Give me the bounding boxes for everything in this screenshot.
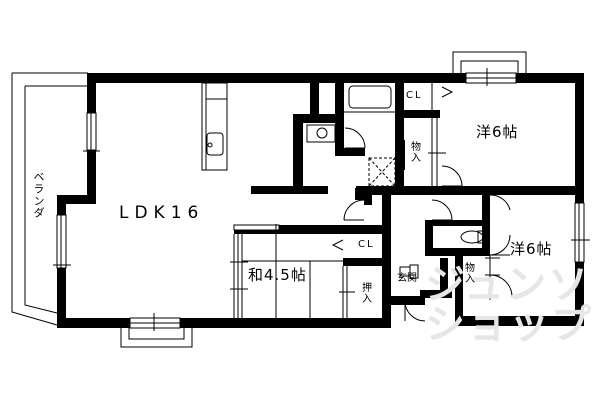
windows: [53, 68, 590, 331]
room-label-entrance: 玄関: [397, 273, 417, 284]
balcony-outline: [11, 72, 88, 326]
interior-walls: [234, 80, 584, 325]
watermark: ジュンソショップ: [425, 262, 593, 348]
room-label-western-2: 洋6帖: [510, 240, 553, 258]
storage-label-monoire-2: 物入: [465, 263, 475, 285]
storage-lines: [230, 83, 513, 318]
door-swings: [343, 194, 511, 322]
room-label-balcony: ベランダ: [32, 171, 45, 219]
kitchen-counter: [201, 82, 228, 171]
storage-label-monoire-1: 物入: [411, 142, 421, 164]
outer-walls: [57, 73, 584, 328]
room-label-washitsu: 和4.5帖: [248, 266, 307, 284]
bathroom-fixtures: [306, 85, 396, 187]
storage-label-cl-2: CL: [358, 239, 375, 250]
room-label-western-1: 洋6帖: [476, 123, 519, 141]
toilet: [460, 230, 486, 244]
room-label-ldk: LDK16: [119, 203, 205, 223]
bay-frames: [120, 51, 527, 348]
storage-label-cl-1: CL: [406, 90, 423, 101]
storage-label-oshiire: 押入: [362, 283, 372, 305]
